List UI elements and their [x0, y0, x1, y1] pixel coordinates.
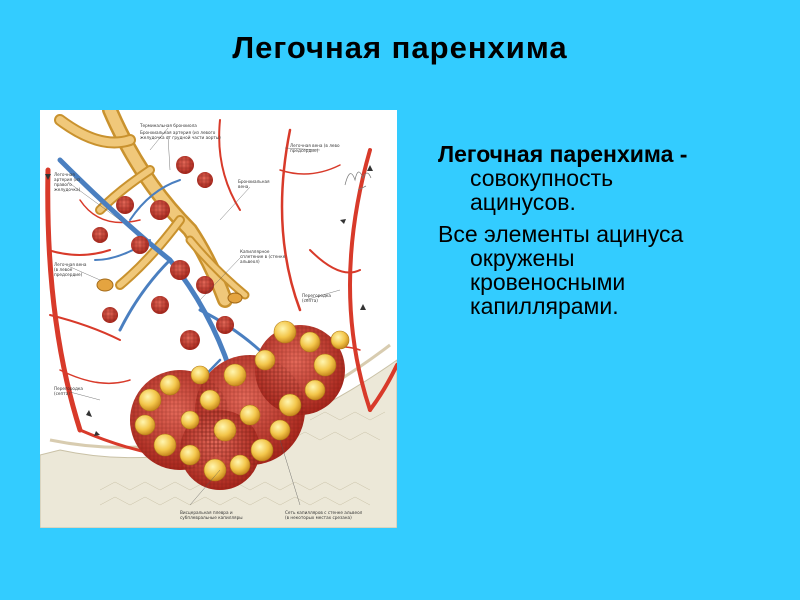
label-pulm-vein-left-3: предсердие) — [54, 272, 83, 277]
label-terminal-bronchiole: Терминальная бронхиола — [139, 123, 197, 128]
leader-lines — [67, 127, 341, 506]
acinus-line-4: капиллярами. — [470, 293, 619, 319]
label-capillary-net-2: (в некоторых местах срезана) — [285, 515, 352, 520]
acinus-line-2: окружены — [470, 245, 575, 271]
label-visceral-pleura-2: субплевральные капилляры — [180, 515, 243, 520]
label-septum-right-2: (септа) — [302, 298, 318, 303]
label-capillary-plexus-2: сплетение в (стенке — [240, 254, 286, 259]
label-pulm-vein-left: Легочная вена — [54, 262, 87, 267]
label-pulm-vein-left-2: (в левое — [54, 267, 73, 272]
acinus-paragraph: Все элементы ацинуса окружены кровеносны… — [438, 222, 783, 318]
label-capillary-net: Сеть капилляров с стенке альвеол — [285, 510, 363, 515]
alveolar-clusters-small — [92, 156, 234, 350]
label-visceral-pleura: Висцеральная плевра и — [180, 510, 233, 515]
label-capillary-plexus: Капиллярное — [240, 249, 270, 254]
label-septum-left-2: (септа) — [54, 391, 70, 396]
label-pulm-artery-2: артерия (из — [54, 177, 80, 182]
slide-title: Легочная паренхима — [232, 30, 568, 65]
acinus-large — [130, 320, 350, 490]
definition-line-2: ацинусов. — [470, 189, 576, 215]
label-capillary-plexus-3: альвеол) — [240, 259, 260, 264]
lung-parenchyma-illustration: Терминальная бронхиола Бронхиальная арте… — [40, 110, 397, 528]
acinus-diagram: Терминальная бронхиола Бронхиальная арте… — [40, 110, 397, 528]
acinus-line-1: Все элементы ацинуса — [438, 221, 684, 247]
bronchioles — [54, 110, 250, 308]
label-bronchial-vein-2: вена — [238, 184, 249, 189]
figure-labels: Терминальная бронхиола Бронхиальная арте… — [54, 123, 363, 520]
label-septum-left: Перегородка — [54, 386, 83, 391]
label-pulm-artery-4: желудочка) — [54, 187, 81, 192]
artist-signature — [344, 171, 372, 191]
label-bronchial-vein: Бронхиальная — [238, 179, 270, 184]
definition-line-1: совокупность — [470, 165, 614, 191]
definition-term: Легочная паренхима - — [438, 141, 688, 167]
label-bronchial-artery-2: желудочка от грудной части аорты) — [140, 135, 221, 140]
flow-arrows — [45, 165, 373, 436]
acinus-line-3: кровеносными — [470, 269, 626, 295]
label-pulm-artery-3: правого — [54, 182, 72, 187]
label-pulm-vein-top-2: предсердие) — [290, 148, 319, 153]
definition-paragraph: Легочная паренхима - совокупность ацинус… — [438, 142, 783, 214]
label-pulm-artery: Легочная — [54, 172, 75, 177]
label-bronchial-artery: Бронхиальная артерия (из левого — [140, 130, 216, 135]
label-septum-right: Перегородка — [302, 293, 331, 298]
label-pulm-vein-top: Легочная вена (в лево — [290, 143, 340, 148]
slide-content: Легочная паренхима - совокупность ацинус… — [438, 142, 783, 326]
